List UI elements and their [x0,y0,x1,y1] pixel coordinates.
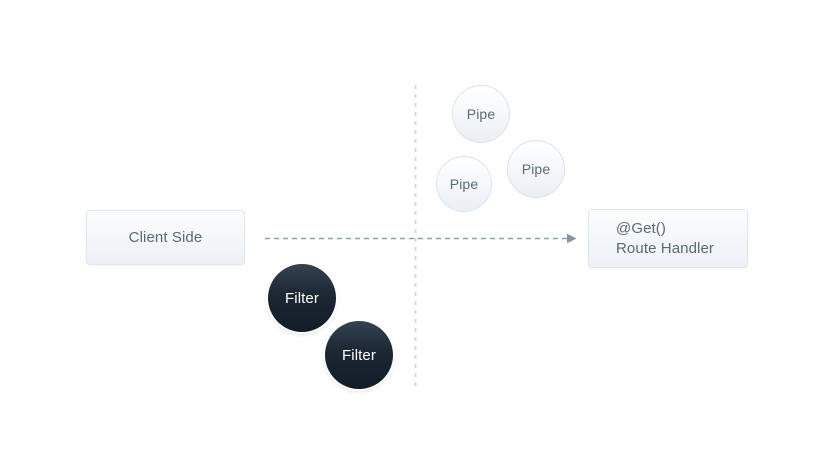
client-side-label: Client Side [128,229,203,246]
route-handler-box: @Get() Route Handler [588,209,748,268]
pipe-node-3: Pipe [436,156,492,212]
filter-label: Filter [342,346,376,364]
arrow-head-icon [567,233,577,244]
pipe-node-1: Pipe [452,85,510,143]
filter-node-2: Filter [325,321,393,389]
pipe-label: Pipe [449,176,479,192]
route-handler-label: Route Handler [616,239,715,257]
filter-node-1: Filter [268,264,336,332]
pipe-node-2: Pipe [507,140,565,198]
filter-label: Filter [285,289,319,307]
client-side-box: Client Side [86,210,245,265]
route-decorator-label: @Get() [616,219,666,237]
pipe-label: Pipe [521,161,551,177]
pipe-label: Pipe [466,106,496,122]
